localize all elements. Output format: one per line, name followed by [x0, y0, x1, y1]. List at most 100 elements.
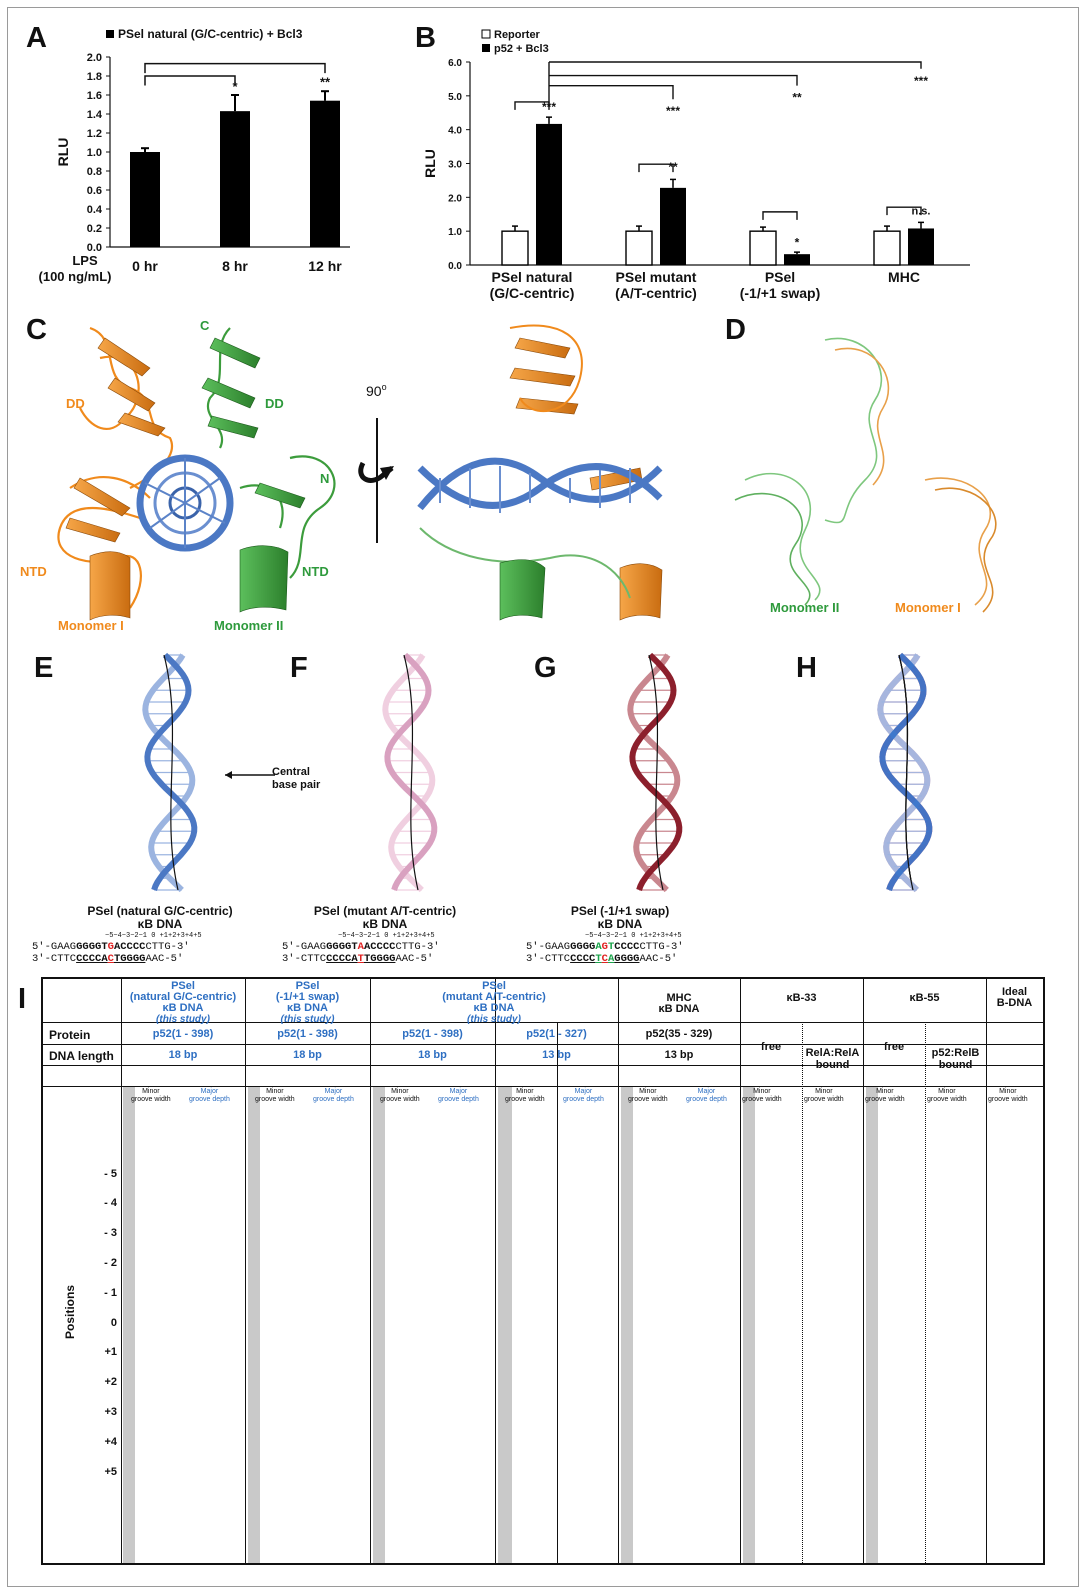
minor-groove-label: Minor groove width: [255, 1088, 295, 1103]
panel-label-b: B: [415, 22, 436, 54]
backbone-strand: [629, 652, 683, 891]
col-rule: [863, 979, 864, 1563]
panel-label-d: D: [725, 314, 746, 346]
groove-table: PSel (natural G/C-centric) κB DNA(this s…: [41, 977, 1045, 1565]
col-rule: [121, 979, 122, 1563]
label-dd-right: DD: [265, 396, 284, 411]
sequence-g: 5′-GAAGGGGGAGTCCCCCTTG-3′ 3′-CTTCCCCCTCA…: [526, 941, 684, 965]
y-axis-label: RLU: [422, 149, 438, 178]
legend-label-p52: p52 + Bcl3: [494, 43, 549, 55]
caption-e: PSel (natural G/C-centric) κB DNA: [87, 904, 233, 931]
sequence-f: 5′-GAAGGGGGTAACCCCCTTG-3′ 3′-CTTCCCCCATT…: [282, 941, 440, 965]
panel-label-c: C: [26, 314, 47, 346]
col-rule: [495, 979, 496, 1563]
y-tick-label: 6.0: [448, 58, 462, 69]
caption-f: PSel (mutant A/T-centric) κB DNA: [313, 904, 457, 931]
major-groove-label: Major groove depth: [438, 1088, 479, 1103]
sequence-shade: [743, 1087, 755, 1563]
legend-swatch-reporter: [481, 29, 491, 39]
helix-axis: [898, 654, 914, 891]
minor-groove-label: Minor groove width: [804, 1088, 844, 1103]
position-label: - 4: [104, 1197, 117, 1210]
minor-groove-label: Minor groove width: [380, 1088, 420, 1103]
sig-bracket-cross: [549, 61, 922, 69]
sig-star: *: [795, 235, 800, 249]
sig-star: ***: [666, 104, 680, 118]
y-tick-label: 1.4: [87, 109, 103, 121]
sig-bracket: [144, 62, 326, 74]
panel-label-a: A: [26, 22, 47, 54]
bar-p52: [784, 254, 810, 265]
backbone-strand: [384, 652, 438, 891]
protein-cell: RelA:RelA bound: [805, 1047, 860, 1071]
legend-label: PSel natural (G/C-centric) + Bcl3: [118, 27, 303, 41]
backbone-strand: [627, 653, 681, 893]
sig-bracket: [886, 206, 922, 216]
helix-axis: [403, 654, 419, 891]
panel-label-h: H: [796, 652, 817, 684]
row-label-length: DNA length: [49, 1049, 114, 1063]
protein-cell: p52(35 - 329): [645, 1028, 713, 1040]
label-monomer-ii: Monomer II: [214, 618, 283, 633]
position-label: +1: [104, 1346, 117, 1359]
x-tick-label: (G/C-centric): [490, 285, 575, 301]
protein-cell: p52(1 - 398): [152, 1028, 214, 1040]
protein-cell: p52(1 - 327): [526, 1028, 587, 1040]
y-tick-label: 1.2: [87, 128, 102, 140]
sig-bracket-cross: [549, 74, 798, 86]
d-label-monomer-i: Monomer I: [895, 600, 961, 615]
col-header-note: (this study): [467, 1014, 521, 1025]
y-tick-label: 3.0: [448, 160, 462, 171]
sequence-shade: [498, 1087, 512, 1563]
x-tick-label: 8 hr: [222, 258, 248, 274]
y-tick-label: 1.6: [87, 90, 102, 102]
helix-e: [142, 652, 198, 893]
bar-p52: [536, 123, 562, 265]
col-header: Ideal B-DNA: [996, 986, 1033, 1009]
sig-star: **: [668, 160, 678, 174]
dna-end-view: [136, 454, 234, 552]
position-label: +2: [104, 1376, 117, 1389]
helix-f: [382, 652, 438, 893]
length-cell: 18 bp: [168, 1049, 198, 1061]
legend-swatch: [106, 30, 114, 38]
bar-reporter: [501, 230, 529, 266]
y-tick-label: 5.0: [448, 92, 462, 103]
minor-groove-label: Minor groove width: [131, 1088, 171, 1103]
col-rule: [986, 979, 987, 1563]
y-tick-label: 0.2: [87, 223, 102, 235]
sig-star: **: [792, 91, 802, 105]
minor-groove-label: Minor groove width: [988, 1088, 1028, 1103]
bar: [130, 152, 160, 247]
label-n-terminus: N: [320, 471, 329, 486]
bar-p52: [908, 228, 934, 265]
position-label: - 5: [104, 1167, 117, 1180]
position-label: +5: [104, 1465, 117, 1478]
col-rule: [557, 1022, 558, 1563]
sig-star: *: [232, 79, 238, 94]
minor-groove-label: Minor groove width: [505, 1088, 545, 1103]
row-rule: [43, 1022, 1043, 1023]
y-axis-label: RLU: [55, 138, 71, 167]
label-ntd-left: NTD: [20, 564, 47, 579]
x-tick-label: (A/T-centric): [615, 285, 697, 301]
sig-bracket-cross: [549, 84, 674, 100]
bar-reporter: [873, 230, 901, 266]
y-tick-label: 1.0: [448, 227, 462, 238]
y-tick-label: 0.0: [87, 242, 102, 254]
rotated-view: [417, 324, 663, 621]
label-monomer-i: Monomer I: [58, 618, 124, 633]
y-tick-label: 0.6: [87, 185, 102, 197]
x-tick-label: 12 hr: [308, 258, 342, 274]
helix-h-c: [877, 652, 933, 893]
length-cell: 18 bp: [293, 1049, 322, 1061]
helix-g: [627, 652, 683, 893]
col-header: PSel (mutant A/T-centric) κB DNA(this st…: [370, 981, 618, 1026]
col-rule: [618, 979, 619, 1563]
col-header: PSel (-1/+1 swap) κB DNA(this study): [245, 981, 370, 1026]
position-label: 0: [110, 1316, 117, 1329]
col-header: κB-55: [909, 992, 940, 1004]
x-tick-label: MHC: [888, 269, 920, 285]
major-groove-label: Major groove depth: [686, 1088, 727, 1103]
